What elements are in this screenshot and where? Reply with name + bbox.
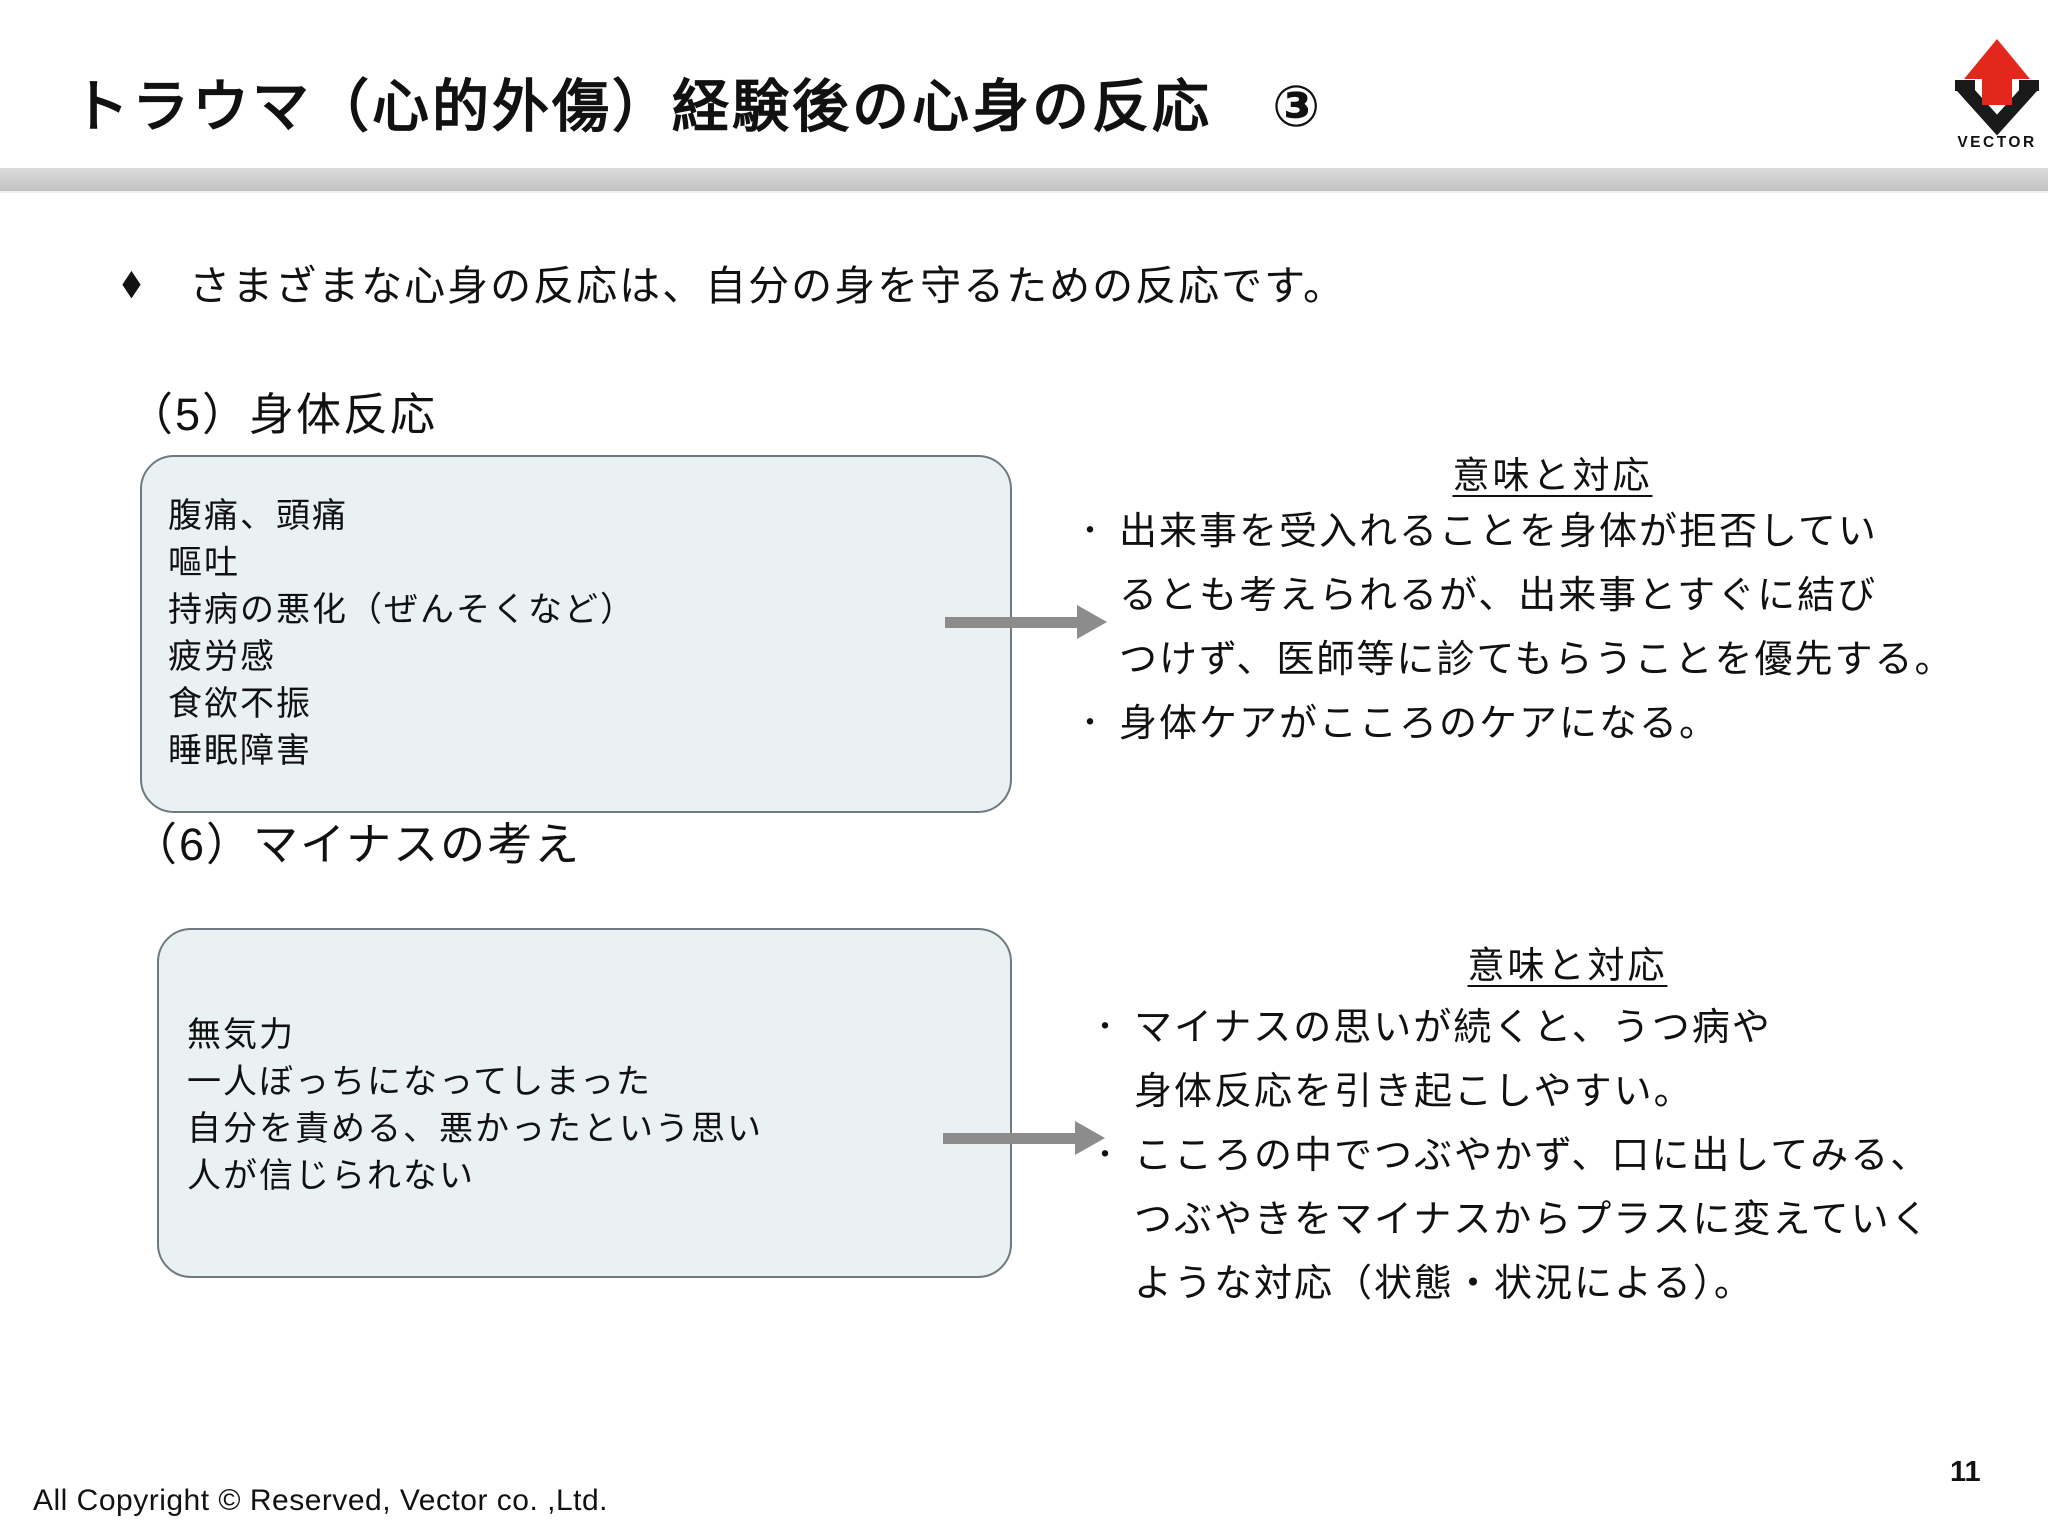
page-title: トラウマ（心的外傷）経験後の心身の反応 ③ <box>72 75 1324 140</box>
page-number: 11 <box>1950 1456 1981 1488</box>
note-bullet <box>1075 628 1119 692</box>
section6-thoughts-box: 無気力 一人ぼっちになってしまった 自分を責める、悪かったという思い 人が信じら… <box>157 928 1012 1278</box>
thought-item: 人が信じられない <box>187 1157 475 1195</box>
diamond-bullet-icon: ◆ <box>122 262 141 302</box>
note-line: るとも考えられるが、出来事とすぐに結び <box>1075 564 2025 628</box>
note-line: つぶやきをマイナスからプラスに変えていく <box>1090 1188 2040 1252</box>
note-bullet <box>1075 564 1119 628</box>
vector-logo-icon: VECTOR <box>1955 39 2039 151</box>
section6-meaning-title: 意味と対応 <box>1115 935 2020 989</box>
arrow-head <box>1075 1121 1105 1155</box>
symptom-item: 持病の悪化（ぜんそくなど） <box>168 591 636 629</box>
note-line: つけず、医師等に診てもらうことを優先する。 <box>1075 628 2025 692</box>
note-line: ・ マイナスの思いが続くと、うつ病や <box>1090 996 2040 1060</box>
thought-item: 無気力 <box>187 1016 295 1054</box>
section6-meaning-label: 意味と対応 <box>1467 945 1668 986</box>
note-text: つぶやきをマイナスからプラスに変えていく <box>1134 1199 1931 1241</box>
thought-item: 一人ぼっちになってしまった <box>187 1063 652 1101</box>
logo-up-arrow-icon <box>1964 39 2030 105</box>
note-text: こころの中でつぶやかず、口に出してみる、 <box>1134 1135 1931 1177</box>
arrow-head <box>1077 605 1107 639</box>
arrow-shaft <box>945 616 1077 628</box>
note-text: 出来事を受入れることを身体が拒否してい <box>1119 511 1878 553</box>
note-line: ・ こころの中でつぶやかず、口に出してみる、 <box>1090 1124 2040 1188</box>
note-text: つけず、医師等に診てもらうことを優先する。 <box>1119 639 1955 681</box>
note-bullet <box>1090 1060 1134 1124</box>
symptom-item: 嘔吐 <box>168 544 240 582</box>
note-bullet <box>1090 1252 1134 1316</box>
section5-meaning-label: 意味と対応 <box>1452 455 1653 496</box>
note-text: ような対応（状態・状況による）。 <box>1134 1263 1754 1305</box>
logo-wordmark: VECTOR <box>1957 134 2036 151</box>
arrow-right-icon <box>943 1121 1105 1155</box>
note-bullet: ・ <box>1075 707 1107 740</box>
section6-notes: ・ マイナスの思いが続くと、うつ病や 身体反応を引き起こしやすい。 ・ こころの… <box>1090 996 2040 1316</box>
section6-heading: （6）マイナスの考え <box>132 819 582 870</box>
section5-notes: ・ 出来事を受入れることを身体が拒否してい るとも考えられるが、出来事とすぐに結… <box>1075 500 2025 756</box>
thought-item: 自分を責める、悪かったという思い <box>187 1110 763 1148</box>
symptom-item: 腹痛、頭痛 <box>168 497 348 535</box>
logo-v-shape <box>1955 80 2039 136</box>
note-text: マイナスの思いが続くと、うつ病や <box>1134 1007 1772 1049</box>
note-line: ・ 出来事を受入れることを身体が拒否してい <box>1075 500 2025 564</box>
section5-heading: （5）身体反応 <box>128 389 438 440</box>
title-divider-bar <box>0 168 2048 193</box>
note-text: 身体反応を引き起こしやすい。 <box>1134 1071 1694 1113</box>
note-bullet: ・ <box>1075 515 1107 548</box>
arrow-shaft <box>943 1132 1075 1144</box>
section5-symptoms-box: 腹痛、頭痛 嘔吐 持病の悪化（ぜんそくなど） 疲労感 食欲不振 睡眠障害 <box>140 455 1012 813</box>
note-bullet <box>1090 1188 1134 1252</box>
note-line: ような対応（状態・状況による）。 <box>1090 1252 2040 1316</box>
section5-meaning-title: 意味と対応 <box>1100 445 2005 499</box>
note-text: 身体ケアがこころのケアになる。 <box>1119 703 1720 745</box>
note-text: るとも考えられるが、出来事とすぐに結び <box>1119 575 1878 617</box>
intro-statement: ◆ さまざまな心身の反応は、自分の身を守るための反応です。 <box>120 252 1346 312</box>
intro-text: さまざまな心身の反応は、自分の身を守るための反応です。 <box>189 263 1346 309</box>
symptom-item: 食欲不振 <box>168 685 312 723</box>
copyright-text: All Copyright © Reserved, Vector co. ,Lt… <box>33 1484 609 1517</box>
note-bullet: ・ <box>1090 1139 1122 1172</box>
symptom-item: 疲労感 <box>168 638 276 676</box>
symptom-item: 睡眠障害 <box>168 732 312 770</box>
note-bullet: ・ <box>1090 1011 1122 1044</box>
note-line: ・ 身体ケアがこころのケアになる。 <box>1075 692 2025 756</box>
note-line: 身体反応を引き起こしやすい。 <box>1090 1060 2040 1124</box>
vector-logo: VECTOR <box>1954 32 2040 154</box>
arrow-right-icon <box>945 605 1107 639</box>
